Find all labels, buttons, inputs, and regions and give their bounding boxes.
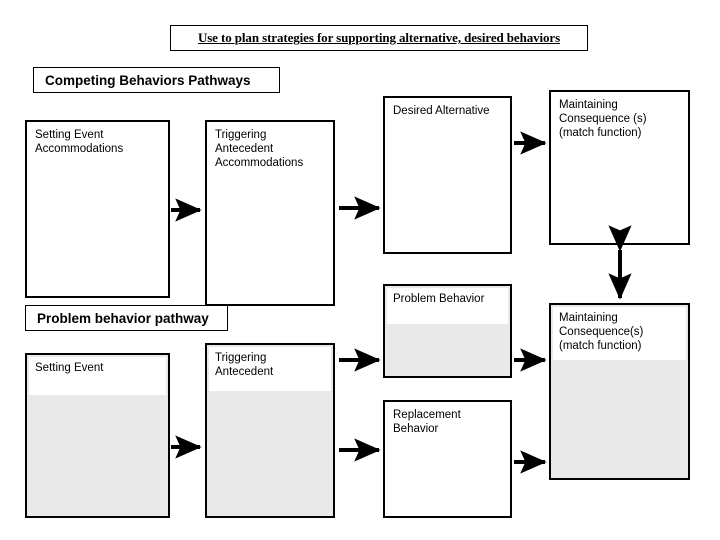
node-desired-alternative-label: Desired Alternative — [393, 105, 490, 117]
section-label-competing-text: Competing Behaviors Pathways — [45, 72, 251, 88]
node-problem-behavior-label: Problem Behavior — [393, 293, 485, 305]
section-label-problem-text: Problem behavior pathway — [37, 310, 209, 326]
node-problem-behavior[interactable]: Problem Behavior — [383, 284, 512, 378]
node-setting-event-accommodations-label: Setting Event Accommodations — [35, 129, 124, 155]
title-banner: Use to plan strategies for supporting al… — [170, 25, 588, 51]
node-triggering-antecedent-accommodations[interactable]: Triggering Antecedent Accommodations — [205, 120, 335, 306]
node-replacement-behavior[interactable]: Replacement Behavior — [383, 400, 512, 518]
node-triggering-antecedent-label: Triggering Antecedent — [215, 352, 274, 378]
node-triggering-antecedent-text-band — [209, 347, 331, 391]
node-maintaining-consequence-bottom-label: Maintaining Consequence(s) (match functi… — [559, 312, 644, 352]
node-triggering-antecedent[interactable]: Triggering Antecedent — [205, 343, 335, 518]
node-maintaining-consequence-bottom[interactable]: Maintaining Consequence(s) (match functi… — [549, 303, 690, 480]
node-desired-alternative[interactable]: Desired Alternative — [383, 96, 512, 254]
section-label-problem-behavior-pathway: Problem behavior pathway — [25, 305, 228, 331]
title-banner-text: Use to plan strategies for supporting al… — [197, 30, 561, 45]
node-maintaining-consequence-top[interactable]: Maintaining Consequence (s) (match funct… — [549, 90, 690, 245]
node-setting-event-accommodations[interactable]: Setting Event Accommodations — [25, 120, 170, 298]
node-problem-behavior-text-band — [387, 288, 508, 324]
node-setting-event-text-band — [29, 357, 166, 395]
node-setting-event-label: Setting Event — [35, 362, 104, 374]
node-maintaining-consequence-top-label: Maintaining Consequence (s) (match funct… — [559, 99, 647, 139]
node-maintaining-consequence-bottom-text-band — [553, 307, 686, 360]
section-label-competing-behaviors-pathways: Competing Behaviors Pathways — [33, 67, 280, 93]
node-replacement-behavior-label: Replacement Behavior — [393, 409, 461, 435]
node-triggering-antecedent-accommodations-label: Triggering Antecedent Accommodations — [215, 129, 304, 169]
node-setting-event[interactable]: Setting Event — [25, 353, 170, 518]
